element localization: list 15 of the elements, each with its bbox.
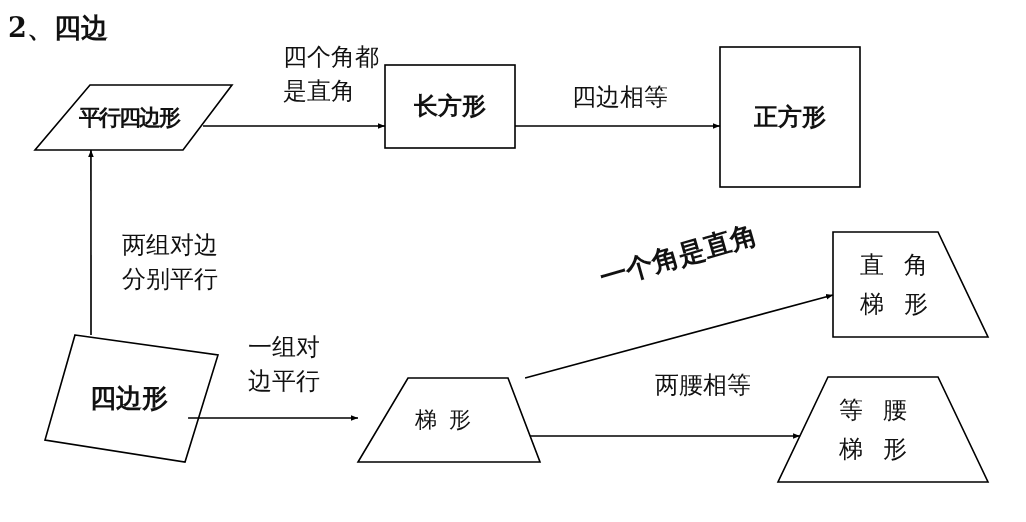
- shape-label: 等腰梯形: [838, 395, 928, 465]
- shape-label: 长方形: [414, 91, 486, 123]
- arrow: [187, 415, 359, 421]
- edge-label: 一个角是直角: [596, 217, 762, 295]
- arrow: [514, 123, 721, 129]
- shape-label: 正方形: [754, 101, 826, 133]
- arrow: [202, 123, 386, 129]
- shape-label: 直角梯形: [858, 250, 949, 320]
- shape-label: 平行四边形: [78, 103, 179, 132]
- arrow: [529, 433, 801, 439]
- shape-label: 梯形: [415, 406, 483, 435]
- title: 2、四边: [8, 11, 108, 45]
- arrow: [88, 149, 94, 336]
- shape-label: 四边形: [89, 381, 168, 415]
- arrow: [524, 294, 834, 379]
